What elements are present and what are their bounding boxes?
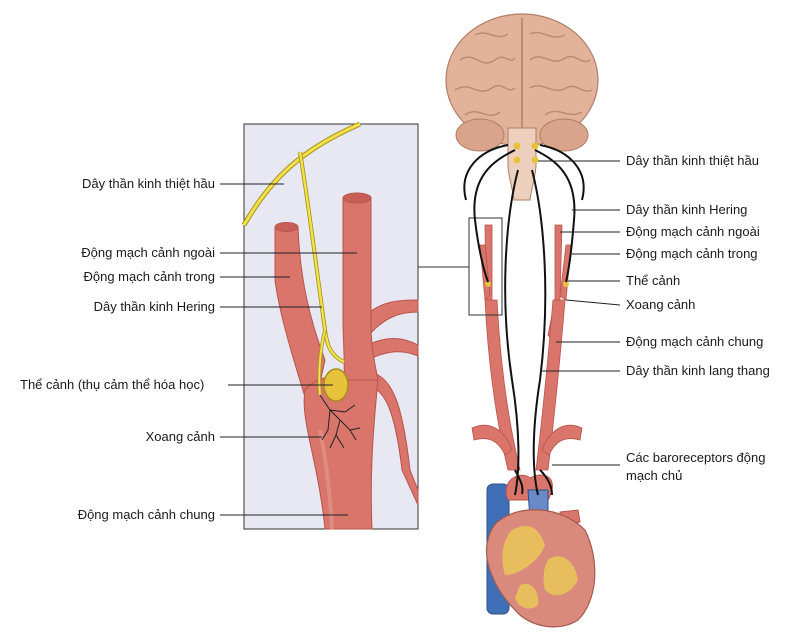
label-right-common-carotid: Động mạch cảnh chung xyxy=(626,334,764,349)
label-left-hering: Dây thần kinh Hering xyxy=(93,299,215,314)
carotid-zoom-box xyxy=(468,217,503,316)
label-left-common-carotid: Động mạch cảnh chung xyxy=(77,507,215,522)
label-left-glossopharyngeal: Dây thần kinh thiệt hầu xyxy=(82,176,215,191)
label-right-vagus: Dây thần kinh lang thang xyxy=(626,363,770,378)
label-right-internal-carotid: Động mạch cảnh trong xyxy=(626,246,758,261)
label-right-carotid-sinus: Xoang cảnh xyxy=(626,297,696,312)
leader-lines xyxy=(220,160,621,516)
label-right-carotid-body: Thể cảnh xyxy=(626,273,681,288)
label-left-carotid-sinus: Xoang cảnh xyxy=(145,429,215,444)
label-left-external-carotid: Động mạch cảnh ngoài xyxy=(81,245,215,260)
label-left-internal-carotid: Động mạch cảnh trong xyxy=(83,269,215,284)
inset-sinus-nerve-endings xyxy=(319,394,361,449)
heart xyxy=(485,474,596,628)
label-right-glossopharyngeal: Dây thần kinh thiệt hầu xyxy=(626,153,759,168)
inset-artery xyxy=(274,192,419,530)
nerves xyxy=(463,144,585,496)
brain xyxy=(445,13,599,201)
inset-panel xyxy=(241,121,419,530)
label-right-hering: Dây thần kinh Hering xyxy=(626,202,748,217)
label-right-aortic-baroreceptors-line1: Các baroreceptors động xyxy=(626,450,766,465)
label-left-carotid-body: Thể cảnh (thụ cảm thể hóa học) xyxy=(20,377,205,392)
label-right-external-carotid: Động mạch cảnh ngoài xyxy=(626,224,760,239)
label-right-aortic-baroreceptors-line2: mạch chủ xyxy=(626,468,683,483)
neck-arteries xyxy=(471,224,583,471)
